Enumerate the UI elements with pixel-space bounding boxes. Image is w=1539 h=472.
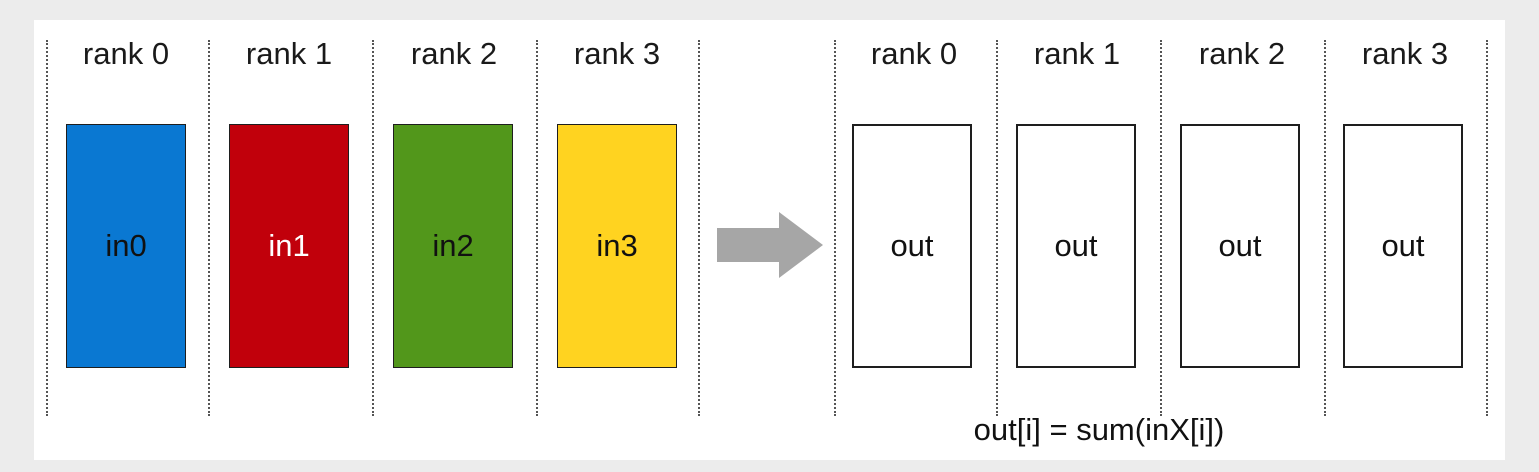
rank-divider — [834, 40, 836, 416]
rank-divider — [1324, 40, 1326, 416]
rank-divider — [1160, 40, 1162, 416]
right-arrow-icon — [717, 212, 823, 278]
input-buffer-label: in1 — [268, 228, 310, 263]
input-buffer-rank-3: in3 — [557, 124, 677, 368]
rank-label-after-0: rank 0 — [870, 36, 958, 71]
rank-label-before-1: rank 1 — [245, 36, 333, 71]
rank-divider — [536, 40, 538, 416]
rank-divider — [1486, 40, 1488, 416]
reduction-formula: out[i] = sum(inX[i]) — [973, 412, 1225, 447]
rank-label-before-2: rank 2 — [410, 36, 498, 71]
input-buffer-rank-2: in2 — [393, 124, 513, 368]
input-buffer-label: in3 — [596, 228, 638, 263]
input-buffer-rank-0: in0 — [66, 124, 186, 368]
allreduce-diagram: rank 0 rank 1 rank 2 rank 3 in0 in1 in2 … — [34, 20, 1505, 460]
rank-label-before-3: rank 3 — [573, 36, 661, 71]
output-buffer-rank-2: out — [1180, 124, 1300, 368]
rank-divider — [46, 40, 48, 416]
input-buffer-label: in0 — [105, 228, 147, 263]
rank-label-before-0: rank 0 — [82, 36, 170, 71]
output-buffer-rank-1: out — [1016, 124, 1136, 368]
output-buffer-label: out — [1054, 228, 1098, 263]
rank-divider — [208, 40, 210, 416]
rank-divider — [698, 40, 700, 416]
rank-label-after-3: rank 3 — [1361, 36, 1449, 71]
rank-label-after-2: rank 2 — [1198, 36, 1286, 71]
output-buffer-label: out — [1381, 228, 1425, 263]
output-buffer-label: out — [1218, 228, 1262, 263]
arrow-shape — [717, 212, 823, 278]
output-buffer-rank-3: out — [1343, 124, 1463, 368]
input-buffer-rank-1: in1 — [229, 124, 349, 368]
output-buffer-rank-0: out — [852, 124, 972, 368]
input-buffer-label: in2 — [432, 228, 474, 263]
rank-label-after-1: rank 1 — [1033, 36, 1121, 71]
output-buffer-label: out — [890, 228, 934, 263]
rank-divider — [996, 40, 998, 416]
rank-divider — [372, 40, 374, 416]
